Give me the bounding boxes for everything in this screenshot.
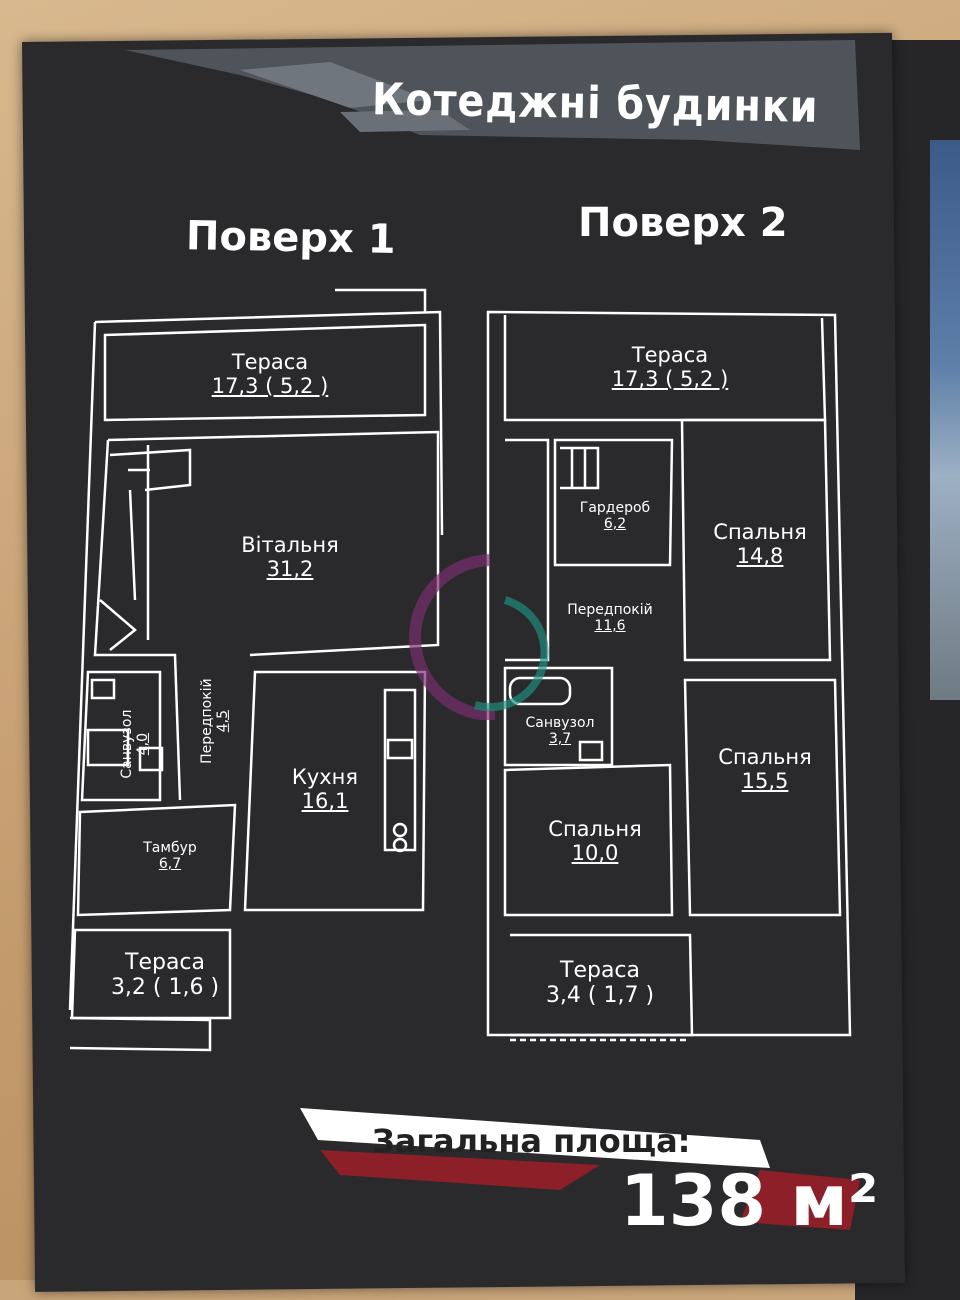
f2-room-bath-area: 3,7 — [548, 731, 572, 748]
f2-bath — [503, 666, 614, 767]
f1-kitchen — [243, 670, 427, 912]
f1-room-hall-name: Передпокій — [198, 678, 215, 764]
floor2-title: Поверх 2 — [578, 200, 788, 246]
f2-room-hall-name: Передпокій — [567, 602, 653, 618]
f2-room-hall-area: 11,6 — [594, 618, 626, 635]
f1-steps — [69, 1016, 212, 1052]
f2-outer — [486, 310, 852, 1037]
f1-room-tambour-area: 6,7 — [158, 856, 182, 873]
f2-wardrobe — [553, 438, 674, 567]
f1-terrace-bottom — [70, 928, 232, 1020]
f1-room-terrace2-area: 3,2 ( 1,6 ) — [110, 975, 220, 1001]
f2-room-wardrobe-name: Гардероб — [579, 500, 651, 516]
f1-outer-left — [68, 321, 97, 1011]
f1-room-bath-name: Санвузол — [118, 709, 135, 779]
watermark-logo-icon — [409, 554, 549, 720]
f1-room-terrace2-name: Тераса — [125, 950, 205, 975]
f2-room-bedroom1-area: 14,8 — [736, 544, 784, 569]
f2-room-terrace2-area: 3,4 ( 1,7 ) — [545, 983, 655, 1009]
total-area-label: Загальна площа: — [372, 1122, 691, 1160]
f1-room-bath-area: 4,0 — [135, 732, 151, 756]
f2-bedroom-2 — [683, 678, 842, 917]
f1-room-terrace-area: 17,3 ( 5,2 ) — [211, 374, 329, 399]
total-area-value: 138 м² — [620, 1160, 879, 1242]
f1-bath — [80, 670, 162, 802]
f1-room-living-name: Вітальня — [241, 533, 339, 557]
f2-room-wardrobe-area: 6,2 — [603, 516, 627, 533]
f1-tambour — [76, 803, 237, 917]
f2-room-bedroom2-name: Спальня — [718, 745, 812, 769]
f2-room-terrace-area: 17,3 ( 5,2 ) — [611, 367, 729, 392]
f2-terrace-bottom — [510, 933, 694, 1037]
f2-terrace-top — [503, 315, 827, 422]
f2-room-bedroom3-area: 10,0 — [571, 841, 619, 866]
f2-room-bath-name: Санвузол — [525, 715, 595, 731]
f1-outer-top — [94, 310, 444, 536]
f1-room-terrace-name: Тераса — [231, 350, 309, 374]
f1-room-tambour-name: Тамбур — [143, 840, 197, 856]
f1-room-kitchen-name: Кухня — [291, 765, 359, 789]
f2-bedroom-1 — [680, 418, 832, 662]
f2-room-terrace2-name: Тераса — [560, 958, 640, 983]
f2-room-bedroom3-name: Спальня — [548, 817, 642, 841]
f1-terrace-top — [103, 323, 427, 422]
f2-room-bedroom1-name: Спальня — [713, 520, 807, 544]
next-page-photo — [930, 140, 960, 700]
f2-bedroom-3 — [503, 763, 674, 917]
f2-room-terrace-name: Тераса — [631, 343, 709, 367]
f1-room-living-area: 31,2 — [266, 557, 314, 582]
f1-room-hall-area: 4,5 — [215, 709, 231, 733]
f2-room-bedroom2-area: 15,5 — [741, 769, 789, 794]
f2-stairs — [505, 438, 550, 662]
f1-living — [107, 430, 440, 657]
f1-stairs-wall — [93, 439, 182, 801]
f1-top-steps — [335, 288, 427, 312]
f1-room-kitchen-area: 16,1 — [301, 789, 349, 814]
